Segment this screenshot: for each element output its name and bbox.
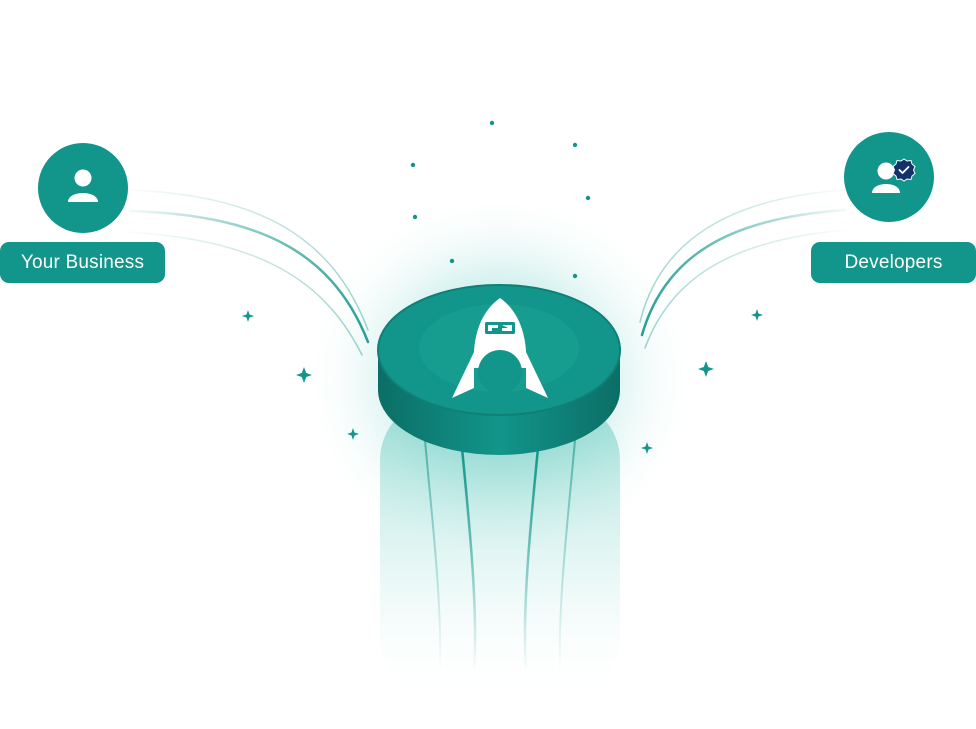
rocket-hub <box>377 284 621 455</box>
developers-label: Developers <box>811 242 976 283</box>
business-connection-lines <box>128 189 370 356</box>
rising-lines <box>383 61 618 277</box>
verified-user-icon <box>872 158 916 193</box>
sparkle-icon <box>641 442 653 454</box>
sparkle-icon <box>296 367 312 383</box>
sparkle-icons <box>242 309 763 454</box>
developers-connection-lines <box>639 189 847 349</box>
thrust-lines <box>424 439 576 674</box>
business-label: Your Business <box>0 242 165 283</box>
sparkle-icon <box>347 428 359 440</box>
particle-dots <box>410 120 591 279</box>
business-node <box>38 143 128 233</box>
developers-node <box>844 132 934 222</box>
sparkle-icon <box>242 310 254 322</box>
sparkle-icon <box>698 361 714 377</box>
user-icon <box>68 169 98 202</box>
verified-badge-icon <box>892 158 916 182</box>
sparkle-icon <box>751 309 763 321</box>
rocket-icon <box>452 298 548 400</box>
